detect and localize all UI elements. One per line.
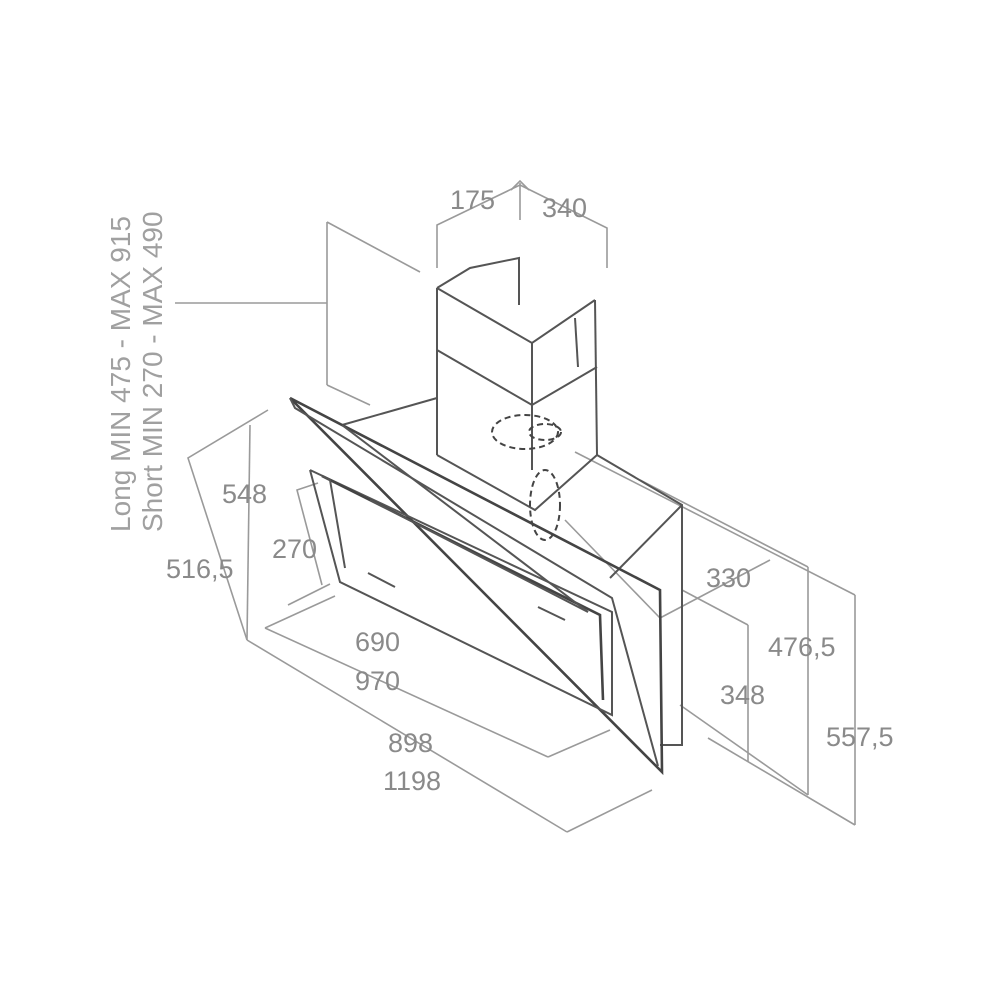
height-548-label: 548 <box>222 479 267 509</box>
long-chimney-range-label: Long MIN 475 - MAX 915 <box>105 216 136 532</box>
height-557-label: 557,5 <box>826 722 894 752</box>
height-476-label: 476,5 <box>768 632 836 662</box>
short-chimney-range-label: Short MIN 270 - MAX 490 <box>137 211 168 532</box>
depth-330-label: 330 <box>706 563 751 593</box>
width-690-label: 690 <box>355 627 400 657</box>
depth-516-label: 516,5 <box>166 554 234 584</box>
dimension-labels: 175 340 548 270 516,5 690 970 898 1198 3… <box>105 185 894 796</box>
width-1198-label: 1198 <box>383 766 441 796</box>
chimney-depth-label: 175 <box>450 185 495 215</box>
chimney-width-label: 340 <box>542 193 587 223</box>
dimension-lines <box>175 179 856 833</box>
height-270-label: 270 <box>272 534 317 564</box>
hood-outline <box>289 256 683 776</box>
width-898-label: 898 <box>388 728 433 758</box>
width-970-label: 970 <box>355 666 400 696</box>
height-348-label: 348 <box>720 680 765 710</box>
